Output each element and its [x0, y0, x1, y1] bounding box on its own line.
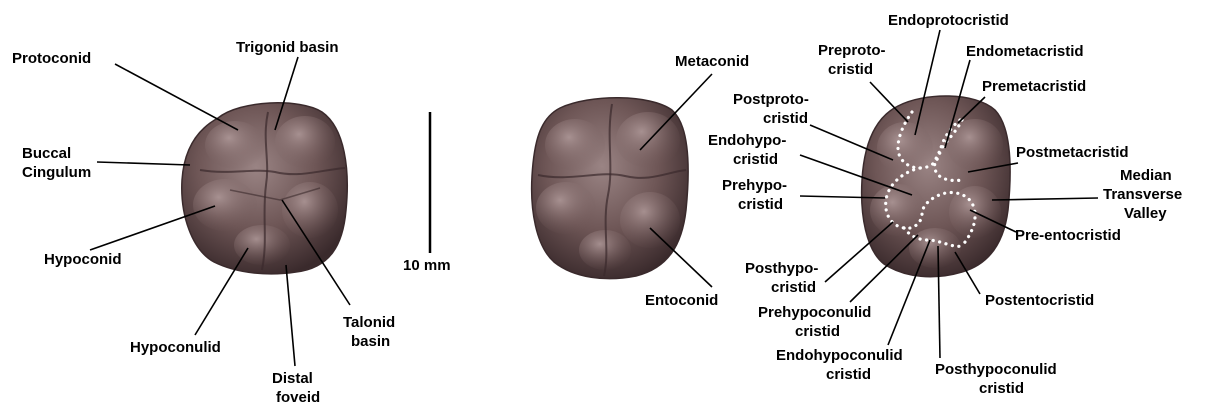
- label-prehypocristid: Prehypo- cristid: [722, 177, 791, 213]
- leader-line: [115, 64, 238, 130]
- label-line: Prehypoconulid: [758, 304, 871, 321]
- label-pre-entocristid: Pre-entocristid: [1015, 227, 1121, 244]
- label-line: cristid: [763, 110, 808, 127]
- cusp-protoconid: [545, 119, 605, 171]
- label-endometacristid: Endometacristid: [966, 43, 1084, 60]
- cusp-metaconid: [275, 116, 335, 168]
- label-line: Posthypo-: [745, 260, 818, 277]
- label-line: cristid: [771, 279, 816, 296]
- label-line: Buccal: [22, 145, 71, 162]
- label-line: Talonid: [343, 314, 395, 331]
- cusp-metaconid: [947, 119, 1003, 171]
- cusp-protoconid: [877, 122, 933, 174]
- label-line: cristid: [826, 366, 871, 383]
- label-metaconid: Metaconid: [675, 53, 749, 70]
- label-endohypoconulid-cristid: Endohypoconulid cristid: [776, 347, 907, 383]
- label-line: Transverse: [1103, 186, 1182, 203]
- cusp-entoconid: [620, 192, 680, 248]
- tooth-right: [862, 96, 1011, 277]
- label-line: cristid: [733, 151, 778, 168]
- label-line: Prehypo-: [722, 177, 787, 194]
- label-line: Preproto-: [818, 42, 886, 59]
- label-protoconid: Protoconid: [12, 50, 91, 67]
- tooth-left: [182, 103, 347, 274]
- label-talonid-basin: Talonid basin: [343, 314, 399, 350]
- cusp-hypoconulid: [234, 225, 290, 265]
- label-buccal-cingulum: Buccal Cingulum: [22, 145, 91, 181]
- label-posthypocristid: Posthypo- cristid: [745, 260, 823, 296]
- label-line: Median: [1120, 167, 1172, 184]
- label-postprotocristid: Postproto- cristid: [733, 91, 813, 127]
- label-postentocristid: Postentocristid: [985, 292, 1094, 309]
- scale-bar: 10 mm: [403, 112, 451, 274]
- label-posthypoconulid-cristid: Posthypoconulid cristid: [935, 361, 1061, 397]
- label-line: Valley: [1124, 205, 1167, 222]
- label-distal-foveid: Distal foveid: [272, 370, 320, 406]
- label-endohypocristid: Endohypo- cristid: [708, 132, 791, 168]
- label-endoprotocristid: Endoprotocristid: [888, 12, 1009, 29]
- label-hypoconid: Hypoconid: [44, 251, 122, 268]
- leader-line: [97, 162, 190, 165]
- label-line: cristid: [738, 196, 783, 213]
- label-entoconid: Entoconid: [645, 292, 718, 309]
- label-premetacristid: Premetacristid: [982, 78, 1086, 95]
- cusp-hypoconulid: [909, 228, 961, 268]
- cusp-hypoconid: [870, 184, 926, 236]
- label-line: cristid: [795, 323, 840, 340]
- label-preprotocristid: Preproto- cristid: [818, 42, 890, 78]
- label-prehypoconulid-cristid: Prehypoconulid cristid: [758, 304, 876, 340]
- label-line: cristid: [979, 380, 1024, 397]
- label-line: basin: [351, 333, 390, 350]
- leader-line: [286, 265, 295, 366]
- label-line: Endohypo-: [708, 132, 786, 149]
- cusp-hypoconid: [193, 179, 257, 231]
- label-line: Postproto-: [733, 91, 809, 108]
- label-line: Cingulum: [22, 164, 91, 181]
- cusp-metaconid: [616, 112, 680, 168]
- label-line: Distal: [272, 370, 313, 387]
- cusp-hypoconid: [536, 182, 596, 234]
- label-median-transverse-valley: Median Transverse Valley: [1103, 167, 1186, 222]
- label-line: foveid: [276, 389, 320, 406]
- label-trigonid-basin: Trigonid basin: [236, 39, 339, 56]
- scale-bar-label: 10 mm: [403, 257, 451, 274]
- label-line: Endohypoconulid: [776, 347, 903, 364]
- label-hypoconulid: Hypoconulid: [130, 339, 221, 356]
- label-line: cristid: [828, 61, 873, 78]
- label-postmetacristid: Postmetacristid: [1016, 144, 1129, 161]
- label-line: Posthypoconulid: [935, 361, 1057, 378]
